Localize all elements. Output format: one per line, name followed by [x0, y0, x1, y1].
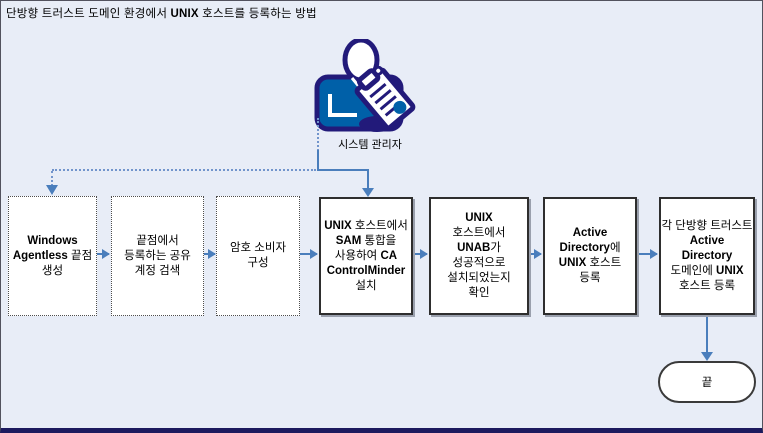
dotted-arrow-to-first-box-icon: [46, 171, 58, 195]
end-label: 끝: [701, 377, 713, 389]
arrow-down-to-install-box-icon: [362, 169, 374, 197]
flow-arrow-1-icon: [97, 249, 110, 259]
system-admin-icon: [314, 39, 416, 132]
flow-arrow-2-icon: [204, 249, 216, 259]
end-terminator: 끝: [658, 361, 756, 403]
flow-arrow-to-end-icon: [701, 315, 713, 361]
system-admin-label: 시스템 관리자: [338, 139, 402, 151]
flow-arrow-3-icon: [300, 249, 318, 259]
admin-connector-vertical: [317, 150, 319, 171]
dotted-connector-from-admin: [317, 118, 319, 151]
flow-arrow-4-icon: [414, 249, 428, 259]
diagram-title: 단방향 트러스트 도메인 환경에서 UNIX 호스트를 등록하는 방법: [6, 8, 317, 20]
flow-arrow-5-icon: [530, 249, 542, 259]
dotted-guide-horizontal: [52, 169, 316, 171]
clipboard-icon: [354, 65, 416, 131]
admin-connector-horizontal: [317, 169, 369, 171]
flow-arrow-6-icon: [638, 249, 658, 259]
